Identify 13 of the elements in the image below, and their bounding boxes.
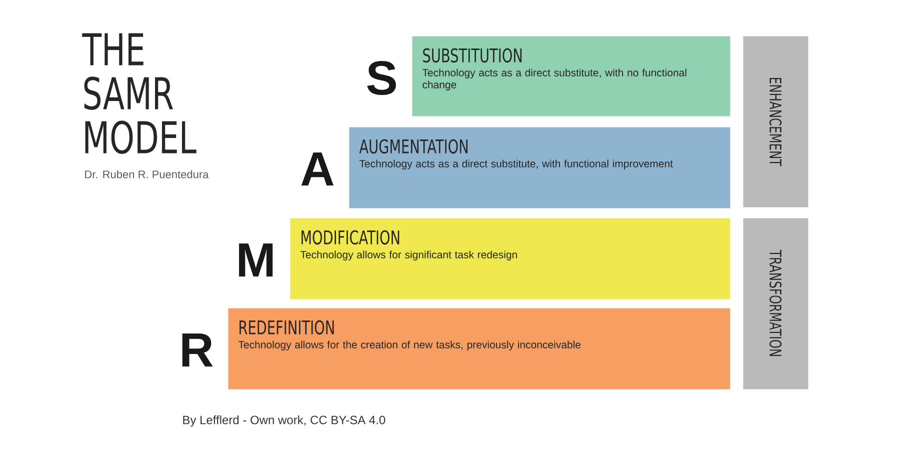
title: THE SAMR MODEL	[82, 33, 196, 154]
level-bar: REDEFINITION Technology allows for the creation of new tasks, previously inconceivable	[228, 308, 730, 390]
level-bar: SUBSTITUTION Technology acts as a direct substitute, with no functional change	[412, 36, 730, 116]
level-bar: MODIFICATION Technology allows for significant task redesign	[290, 218, 730, 300]
level-letter: R	[182, 333, 213, 367]
category-band: TRANSFORMATION	[743, 218, 808, 390]
level-letter: M	[239, 243, 273, 277]
level-bar: AUGMENTATION Technology acts as a direct substitute, with functional improvement	[349, 127, 730, 208]
level-letter: S	[367, 61, 396, 95]
attribution-text: By Lefflerd - Own work, CC BY-SA 4.0	[183, 415, 386, 427]
category-band: ENHANCEMENT	[743, 36, 808, 208]
author-name: Dr. Ruben R. Puentedura	[85, 170, 209, 178]
level-letter: A	[301, 152, 334, 186]
